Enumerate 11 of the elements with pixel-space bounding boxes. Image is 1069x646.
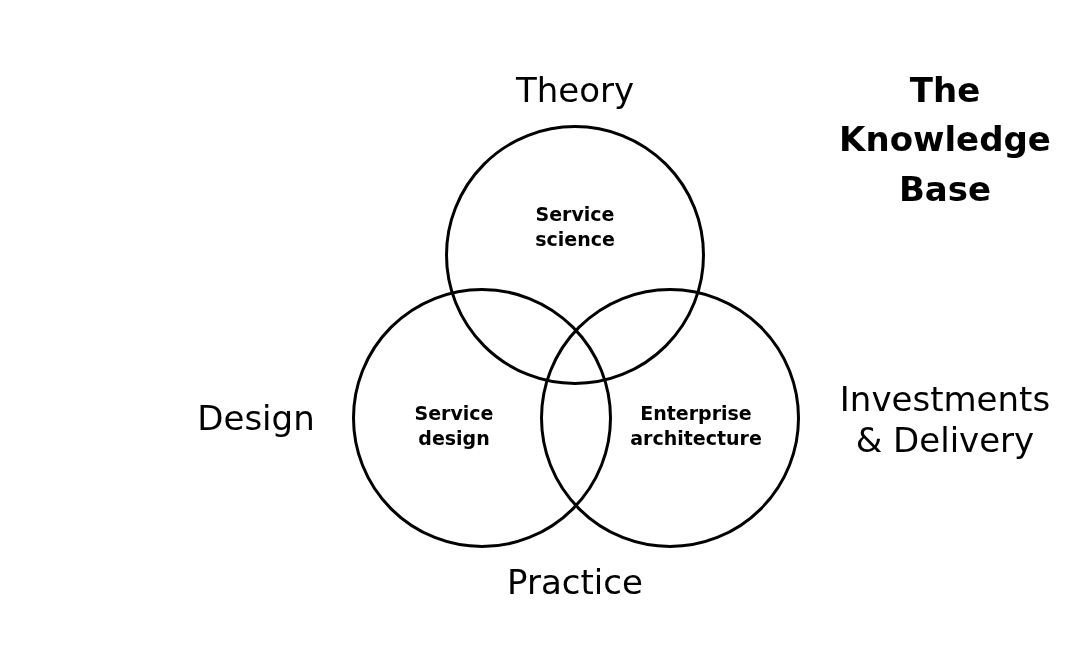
circle-label: Service science [534,202,616,252]
axis-label: Practice [507,561,643,603]
axis-label: Design [197,397,315,439]
venn-circle [540,288,800,548]
axis-label: Theory [515,69,635,111]
venn-circle [445,125,705,385]
circle-label: Enterprise architecture [629,401,763,451]
venn-circle [352,288,612,548]
axis-label: Investments & Delivery [838,379,1052,461]
title: The Knowledge Base [838,69,1052,211]
circle-label: Service design [413,401,495,451]
